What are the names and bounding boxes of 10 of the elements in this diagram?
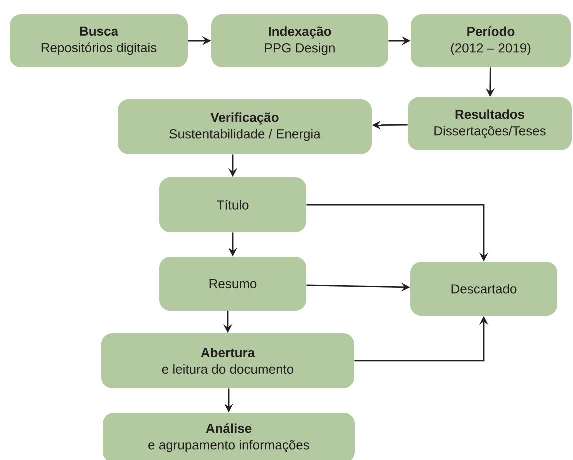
process-box: Título <box>160 178 306 232</box>
process-box: Abertura e leitura do documento <box>102 333 354 388</box>
process-box: Período (2012 – 2019) <box>411 14 571 68</box>
process-box: Busca Repositórios digitais <box>10 14 188 68</box>
process-box: Descartado <box>410 262 558 316</box>
process-box: Resultados Dissertações/Teses <box>408 98 572 150</box>
process-box: Resumo <box>160 256 306 311</box>
process-box: Verificação Sustentabilidade / Energia <box>118 100 372 154</box>
process-box: Análise e agrupamento informações <box>103 412 355 460</box>
process-box: Indexação PPG Design <box>212 14 388 68</box>
